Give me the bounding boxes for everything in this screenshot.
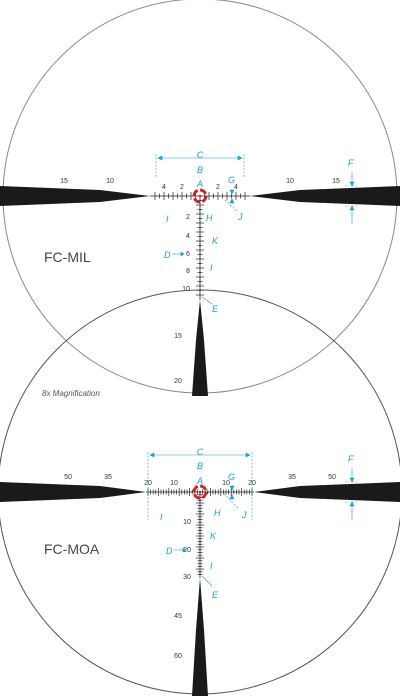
callout-lines-bottom (147, 452, 359, 587)
label-right-35: 35 (288, 474, 296, 481)
label-left-4: 4 (162, 184, 166, 191)
reticle-fc-moa: 50 35 20 10 10 20 35 50 10 20 30 45 60 F… (0, 289, 400, 696)
callout-e-bottom: E (212, 590, 219, 600)
label-down-30: 30 (183, 574, 191, 581)
callout-a-bottom: A (196, 476, 203, 486)
label-left-15: 15 (60, 178, 68, 185)
callout-j-bottom: J (241, 510, 247, 520)
center-ring-top (192, 188, 208, 204)
reticle-fc-mil: 15 10 4 2 2 4 10 15 2 4 6 8 10 15 20 FC-… (0, 0, 400, 396)
center-dot-top (198, 194, 202, 198)
magnification-note: 8x Magnification (42, 389, 100, 398)
label-left-35: 35 (104, 474, 112, 481)
left-post-bottom (0, 482, 146, 502)
label-down-2: 2 (186, 214, 190, 221)
callout-k-top: K (212, 236, 219, 246)
label-right-2: 2 (216, 184, 220, 191)
label-down-4: 4 (186, 233, 190, 240)
label-down-45: 45 (174, 613, 182, 620)
callout-a-top: A (196, 179, 203, 189)
label-right-10: 10 (286, 178, 294, 185)
callout-f-bottom: F (348, 454, 354, 464)
callout-h-bottom: H (214, 508, 221, 518)
callout-h-top: H (206, 213, 213, 223)
callout-j-top: J (237, 212, 243, 222)
label-left-2: 2 (180, 184, 184, 191)
right-post-bottom (254, 482, 400, 502)
label-left-50: 50 (64, 474, 72, 481)
label-down-6: 6 (186, 251, 190, 258)
label-down-10: 10 (182, 286, 190, 293)
label-down-20: 20 (183, 547, 191, 554)
label-right-50: 50 (328, 474, 336, 481)
label-left-10: 10 (106, 178, 114, 185)
callout-c-bottom: C (197, 447, 204, 457)
label-down-20: 20 (174, 378, 182, 385)
callout-c-top: C (197, 150, 204, 160)
bottom-post-bottom (192, 578, 208, 696)
center-dot-bottom (198, 490, 202, 494)
label-right-10: 10 (222, 480, 230, 487)
callout-d-top: D (164, 250, 171, 260)
label-down-60: 60 (174, 653, 182, 660)
label-down-15: 15 (174, 333, 182, 340)
callout-k-bottom: K (210, 531, 217, 541)
callout-b-bottom: B (197, 461, 203, 471)
bottom-post-top (192, 300, 208, 396)
label-right-15: 15 (332, 178, 340, 185)
callout-lines-top (155, 154, 359, 305)
reticle-name-bottom: FC-MOA (44, 541, 100, 557)
label-left-10: 10 (170, 480, 178, 487)
callout-e-top: E (212, 304, 219, 314)
callout-f-top: F (348, 158, 354, 168)
label-right-4: 4 (234, 184, 238, 191)
callout-b-top: B (197, 165, 203, 175)
callout-i-right-bottom: I (210, 561, 213, 571)
callout-i-left-bottom: I (160, 512, 163, 522)
reticle-name-top: FC-MIL (44, 249, 91, 265)
label-down-8: 8 (186, 268, 190, 275)
callout-g-bottom: G (228, 472, 235, 482)
center-ring-bottom (192, 484, 208, 500)
label-down-10: 10 (183, 519, 191, 526)
right-post-top (250, 186, 400, 206)
callout-i-right-top: I (210, 263, 213, 273)
callout-d-bottom: D (166, 546, 173, 556)
callout-g-top: G (228, 175, 235, 185)
callout-i-left-top: I (166, 214, 169, 224)
left-post-top (0, 186, 150, 206)
